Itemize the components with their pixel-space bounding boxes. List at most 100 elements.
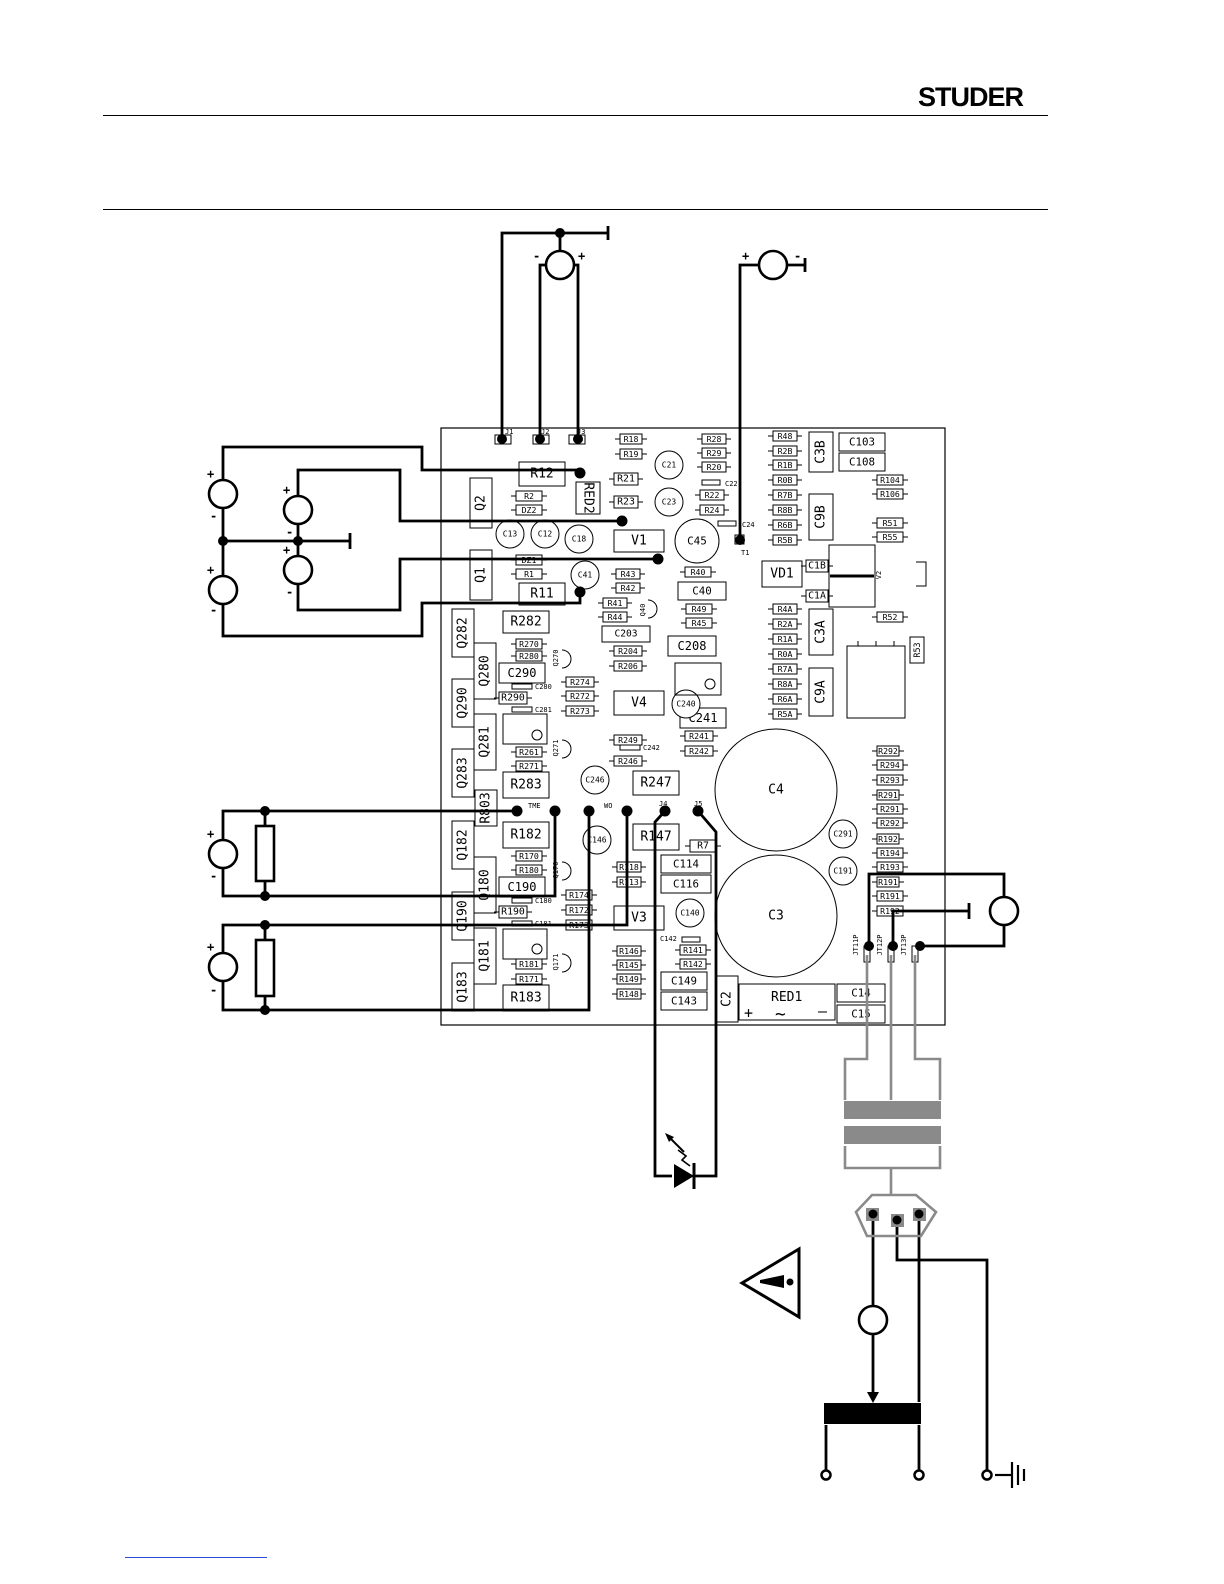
component-r40: R40 [680,566,716,578]
component-label-r183: R183 [510,991,541,1006]
meter-load1-icon [207,838,239,870]
ground-icon [995,1462,1026,1488]
capacitor-label-c12: C12 [538,530,553,539]
q181-hole [531,943,543,955]
component-label-r142: R142 [683,959,703,969]
component-r23: R23 [609,495,643,509]
component-label-r148: R148 [619,989,639,999]
component-label-r6b: R6B [778,520,793,530]
component-q2: Q2 [469,477,493,529]
svg-text:+: + [283,483,290,497]
component-r249: R249 [609,734,647,746]
component-c1a: C1A [801,589,833,603]
wire-meter-d-bottom [296,557,658,612]
capacitor-c191: C191 [828,856,858,886]
svg-text:-: - [533,249,540,263]
c242-body [619,744,641,751]
component-label-q181: Q181 [478,940,493,971]
capacitor-label-c3: C3 [768,909,784,924]
component-label-r241: R241 [689,731,709,741]
j1-label: J1 [505,428,513,436]
wire-j3-meter [573,263,580,439]
svg-text:-: - [286,585,293,599]
component-r19: R19 [615,448,647,460]
component-r142: R142 [675,958,711,970]
component-r2b: R2B [768,445,802,457]
svg-text:+: + [207,940,214,954]
capacitor-c140: C140 [675,898,705,928]
component-label-v4: V4 [631,696,647,711]
mains-socket [854,1193,938,1238]
terminal-earth [981,1469,993,1481]
component-r292a: R292 [872,745,904,757]
component-r28: R28 [697,433,731,445]
c281-body [511,706,533,713]
clamp-arrow-icon [867,1392,879,1403]
component-r52: R52 [872,611,908,623]
capacitor-c13: C13 [495,519,525,549]
component-vd1: VD1 [761,560,803,588]
component-label-r283: R283 [510,778,541,793]
red1-bridge [738,983,836,1021]
component-label-r51: R51 [883,518,898,528]
component-c149: C149 [660,971,708,991]
capacitor-label-c240: C240 [676,700,695,709]
component-r21: R21 [609,472,643,486]
polarity-marks: -+ +- +- +- +- +- +- +- [207,249,801,997]
component-label-r0a: R0A [778,649,793,659]
component-label-r49: R49 [692,604,707,614]
header-rule-bottom [103,209,1048,210]
c180-body [511,897,533,904]
component-r118: R118 [612,861,646,873]
component-q281: Q281 [473,713,497,771]
component-r246: R246 [609,755,647,767]
component-label-r271: R271 [519,761,539,771]
component-label-q1: Q1 [474,567,489,583]
component-label-r270: R270 [519,639,539,649]
component-label-c9a: C9A [814,680,829,704]
component-label-r7a: R7A [778,664,793,674]
component-label-r141: R141 [683,945,703,955]
component-r192a: R192 [872,833,904,845]
component-label-r8b: R8B [778,505,793,515]
component-label-r145: R145 [619,960,639,970]
warning-triangle-icon [739,1246,801,1320]
component-label-q2: Q2 [474,495,489,511]
svg-text:-: - [210,869,217,883]
component-label-c2: C2 [720,991,735,1007]
component-r1a: R1A [768,633,802,645]
meter-top-right-icon [757,249,789,281]
component-label-r6a: R6A [778,694,793,704]
component-label-vd1: VD1 [770,567,793,582]
component-label-c40: C40 [692,585,712,598]
component-label-r204: R204 [618,646,638,656]
component-r181: R181 [511,958,547,970]
component-r24: R24 [695,504,729,516]
wire-load2-bottom [221,811,591,1012]
svg-text:-: - [210,983,217,997]
component-r273: R273 [561,705,599,717]
capacitor-label-c146: C146 [587,836,606,845]
component-label-r146: R146 [619,946,639,956]
component-c3a: C3A [808,608,834,656]
component-label-r193: R193 [880,862,900,872]
component-r18: R18 [615,433,647,445]
component-r106: R106 [872,488,908,500]
component-v4: V4 [613,690,665,716]
component-label-r2a: R2A [778,619,793,629]
component-r283: R283 [502,771,550,799]
component-label-r11: R11 [530,587,553,602]
capacitor-label-c13: C13 [503,530,518,539]
wire-led-cathode [694,810,718,1178]
component-r42: R42 [611,582,645,594]
component-label-red2: RED2 [581,482,596,513]
component-label-c1b: C1B [808,561,826,572]
component-label-c203: C203 [614,629,637,640]
component-r803: R803 [474,789,498,827]
wire-load1-top [221,809,517,840]
transformer-primary-icon [844,1101,941,1119]
q271-body [561,739,572,759]
component-r146: R146 [612,945,646,957]
capacitor-label-c291: C291 [833,830,852,839]
component-c40: C40 [677,581,727,601]
